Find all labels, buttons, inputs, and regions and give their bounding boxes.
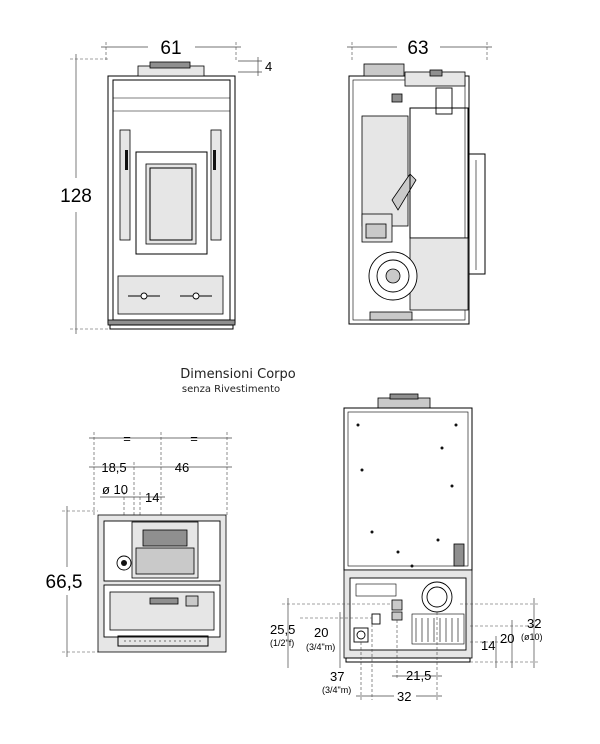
top-depth-label: 66,5	[46, 572, 83, 593]
top-flue-diameter-label: ø 10	[102, 482, 128, 497]
rear-dim-25-5: 25,5	[270, 622, 295, 637]
drawing-subtitle: senza Rivestimento	[182, 384, 280, 395]
top-span-label: 46	[175, 460, 189, 475]
rear-dim-20-right: 20	[500, 631, 514, 646]
rear-dim-37-note: (3/4"m)	[322, 685, 351, 695]
top-view: = = 18,5 46 ø 10 14 66,5	[46, 431, 232, 657]
rear-dim-25-5-note: (1/2"f)	[270, 638, 294, 648]
front-height-label: 128	[60, 186, 92, 207]
top-offset-label: 18,5	[101, 460, 126, 475]
front-width-label: 61	[160, 38, 181, 59]
side-view: 63	[347, 38, 492, 325]
rear-dim-32-right: 32	[527, 616, 541, 631]
side-depth-label: 63	[407, 38, 428, 59]
top-equal-left-label: =	[123, 431, 131, 446]
rear-dim-20-left-note: (3/4"m)	[306, 642, 335, 652]
top-equal-right-label: =	[190, 431, 198, 446]
front-view: 61 4 128	[60, 38, 272, 334]
rear-dim-14: 14	[481, 638, 495, 653]
rear-view: 32 (ø10) 20 14 25,5 (1/2"f) 20 (3/4"m) 2…	[270, 393, 543, 704]
top-flue-offset-label: 14	[145, 490, 159, 505]
rear-dim-37: 37	[330, 669, 344, 684]
rear-dim-20-left: 20	[314, 625, 328, 640]
rear-dim-21-5: 21,5	[406, 668, 431, 683]
rear-dim-32-bottom: 32	[397, 689, 411, 704]
front-top-step-label: 4	[265, 59, 272, 74]
rear-dim-32-right-note: (ø10)	[521, 632, 543, 642]
drawing-title: Dimensioni Corpo	[180, 367, 295, 382]
